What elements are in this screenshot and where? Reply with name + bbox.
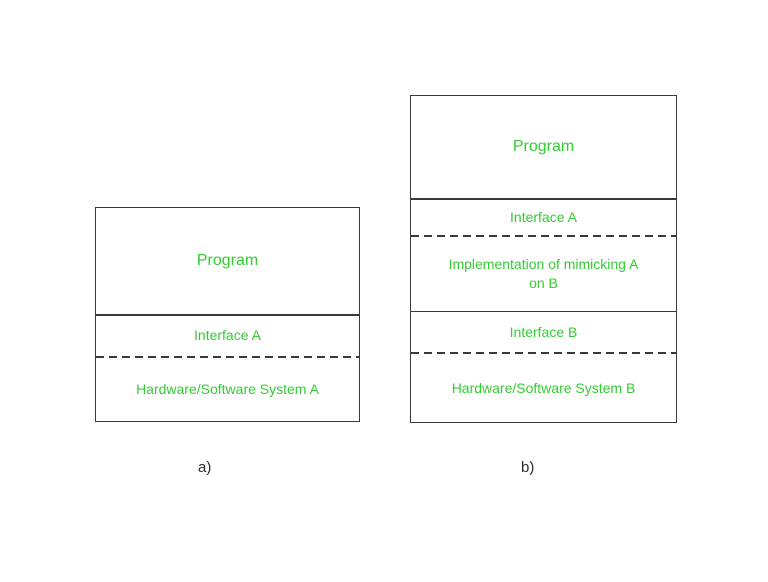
dashed-divider: [411, 234, 676, 237]
caption-a: a): [198, 459, 212, 476]
dashed-divider: [96, 355, 359, 358]
layer-interface-a: Interface A: [96, 316, 359, 356]
layer-implementation: Implementation of mimicking A on B: [411, 237, 676, 311]
solid-divider: [411, 310, 676, 312]
layer-interface-b: Interface B: [411, 312, 676, 352]
caption-b: b): [521, 459, 535, 476]
layer-program-a: Program: [96, 208, 359, 314]
layer-interface-a-label: Interface A: [194, 327, 261, 344]
layer-program-a-label: Program: [196, 251, 259, 269]
layer-program-b: Program: [411, 96, 676, 198]
layer-system-b-label: Hardware/Software System B: [451, 379, 636, 396]
solid-divider: [96, 314, 359, 316]
layer-system-a: Hardware/Software System A: [96, 358, 359, 422]
layer-interface-a-b: Interface A: [411, 200, 676, 235]
dashed-divider: [411, 352, 676, 354]
layer-interface-b-label: Interface B: [509, 323, 578, 340]
layer-system-b: Hardware/Software System B: [411, 354, 676, 422]
layer-interface-a-b-label: Interface A: [510, 208, 577, 225]
solid-divider: [411, 198, 676, 200]
layer-program-b-label: Program: [512, 137, 575, 155]
diagram-a-box: Program Interface A Hardware/Software Sy…: [95, 207, 360, 422]
layer-implementation-label: Implementation of mimicking A on B: [448, 256, 639, 291]
diagram-b-box: Program Interface A Implementation of mi…: [410, 95, 677, 423]
layer-system-a-label: Hardware/Software System A: [136, 381, 319, 398]
